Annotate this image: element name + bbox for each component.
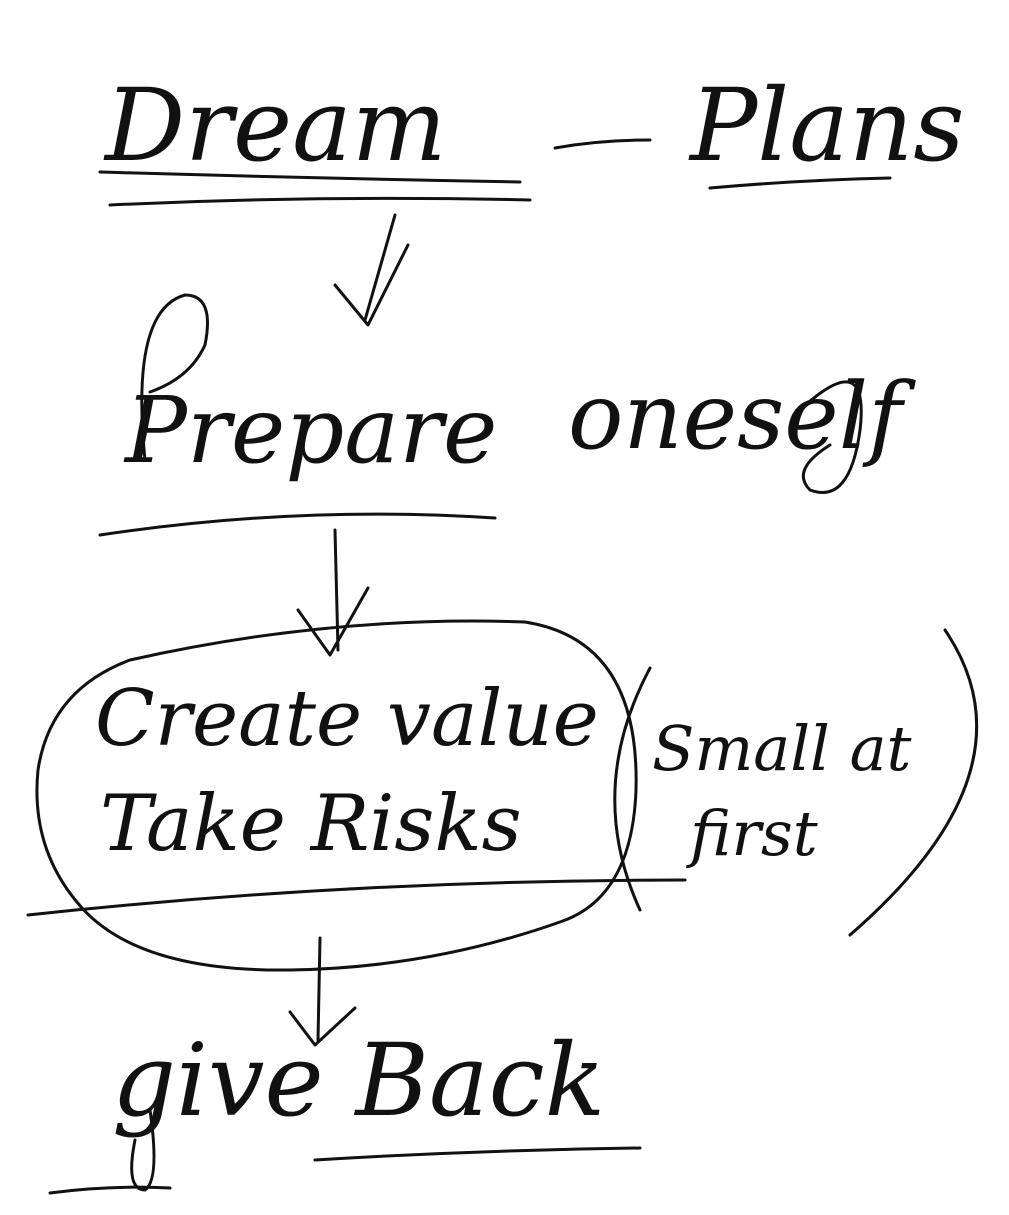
prepare-loop: [140, 293, 209, 462]
arrow-down-2-head: [296, 586, 370, 657]
dash-connector: [553, 138, 652, 150]
underline-dream-2: [108, 196, 532, 207]
note-small-at: Small at: [652, 712, 912, 785]
underline-dream-1: [98, 170, 522, 184]
oval-boundary: [35, 619, 638, 972]
node-oneself: oneself: [568, 363, 916, 470]
node-dream: Dream: [103, 67, 447, 184]
arrow-down-1-head: [333, 243, 410, 327]
bracket-left: [613, 666, 652, 912]
node-create-value: Create value: [95, 674, 599, 764]
note-first: first: [686, 797, 818, 870]
arrow-down-3-head: [288, 1006, 357, 1047]
oneself-loop: [798, 380, 863, 494]
underline-prepare: [98, 512, 497, 537]
long-underline: [26, 878, 687, 917]
give-back-loop: [130, 1108, 156, 1192]
bracket-right: [848, 628, 979, 937]
arrow-down-2-shaft: [333, 528, 340, 652]
node-give-back: give Back: [112, 1022, 605, 1139]
arrow-down-3-shaft: [316, 936, 322, 1042]
node-take-risks: Take Risks: [100, 779, 522, 869]
underline-give-back: [313, 1146, 642, 1162]
node-prepare: Prepare: [123, 377, 498, 484]
underline-give-back-short: [48, 1185, 172, 1195]
arrow-down-1-shaft: [363, 213, 397, 322]
node-plans: Plans: [688, 67, 965, 184]
underline-plans: [708, 176, 892, 190]
